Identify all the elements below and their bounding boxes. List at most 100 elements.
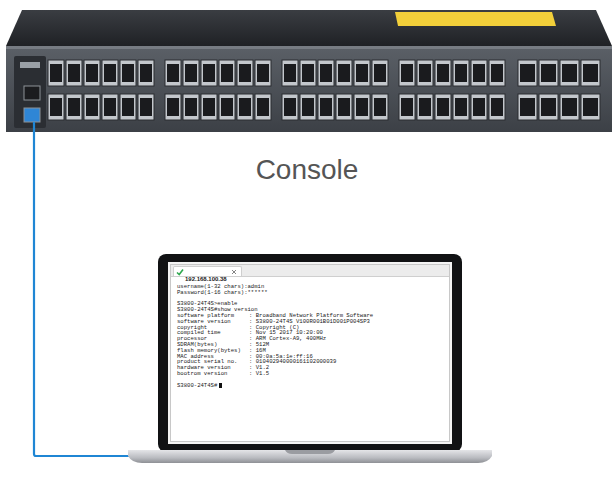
sfp-port-opening [239,64,251,82]
sfp-port [183,94,199,120]
sfp-port-opening [104,64,116,82]
sfp-port [48,94,64,120]
sfp-port [518,94,537,120]
sfp-port-opening [257,64,269,82]
sfp-port-opening [541,98,556,116]
sfp-port [453,94,469,120]
ethernet-port [24,86,40,100]
laptop-illustration [128,254,492,463]
switch-front [6,46,612,132]
console-port [24,108,40,122]
sfp-port-opening [401,64,413,82]
sfp-port-opening [419,98,431,116]
sfp-port-opening [419,64,431,82]
laptop-base [128,450,492,463]
sfp-port [120,94,136,120]
sfp-port-opening [86,64,98,82]
terminal-line: : V1.5 [249,371,443,377]
sfp-port [255,60,271,86]
sfp-port [318,94,334,120]
sfp-port-opening [541,64,556,82]
switch-sticker [395,12,556,26]
sfp-port [471,94,487,120]
sfp-port-opening [374,98,386,116]
sfp-port-opening [320,64,332,82]
sfp-port-opening [491,98,503,116]
session-tab: 192.168.100.38 [173,266,242,276]
sfp-port [399,94,415,120]
check-icon [176,268,184,276]
sfp-port [138,94,154,120]
sfp-port-opening [437,98,449,116]
sfp-port [539,60,558,86]
sfp-port-opening [562,98,577,116]
sfp-port [336,94,352,120]
sfp-port-opening [239,98,251,116]
switch-illustration [6,10,612,132]
sfp-port [318,60,334,86]
sfp-port-opening [50,98,62,116]
laptop-notch [285,450,335,454]
switch-edge [6,46,612,49]
terminal-line: : 010402940000161102000039 [249,359,443,365]
sfp-port [138,60,154,86]
sfp-port [237,60,253,86]
connection-label: Console [256,154,359,186]
sfp-port [84,60,100,86]
sfp-port-opening [221,64,233,82]
sfp-port-opening [401,98,413,116]
sfp-port [539,94,558,120]
sfp-port [66,94,82,120]
sfp-port-opening [491,64,503,82]
sfp-port-opening [437,64,449,82]
sfp-port-opening [185,64,197,82]
sfp-port [354,60,370,86]
sfp-port [354,94,370,120]
sfp-port [417,94,433,120]
sfp-port-opening [356,98,368,116]
sfp-port [435,94,451,120]
sfp-port-opening [104,98,116,116]
sfp-port-opening [203,98,215,116]
sfp-port-opening [68,64,80,82]
sfp-port [372,60,388,86]
sfp-port [201,60,217,86]
tab-bar: 192.168.100.38 [171,265,449,277]
sfp-port-opening [68,98,80,116]
terminal-body: username(1-32 chars):adminPassword(1-16 … [171,277,449,394]
terminal-window: 192.168.100.38username(1-32 chars):admin… [170,264,450,442]
sfp-port [453,60,469,86]
sfp-port-opening [122,64,134,82]
sfp-port-opening [140,98,152,116]
terminal-line: Password(1-16 chars):****** [177,290,443,296]
sfp-port [165,94,181,120]
sfp-port-opening [284,98,296,116]
sfp-port-opening [167,64,179,82]
sfp-port [417,60,433,86]
sfp-port [336,60,352,86]
sfp-port-opening [520,98,535,116]
sfp-port-opening [455,98,467,116]
sfp-port-opening [320,98,332,116]
sfp-port [120,60,136,86]
sfp-port-opening [302,64,314,82]
sfp-port-opening [140,64,152,82]
sfp-port [300,94,316,120]
sfp-port-opening [520,64,535,82]
sfp-port-opening [203,64,215,82]
sfp-port-opening [122,98,134,116]
console-cable [34,122,130,456]
sfp-port-opening [473,98,485,116]
sfp-port [219,60,235,86]
sfp-port-opening [221,98,233,116]
sfp-port [237,94,253,120]
terminal-line: : V1.2 [249,365,443,371]
terminal-line: : ARM Cortex-A9, 400MHz [249,336,443,342]
sfp-port [183,60,199,86]
close-cross [232,270,236,274]
sfp-port [300,60,316,86]
sfp-port [560,60,579,86]
